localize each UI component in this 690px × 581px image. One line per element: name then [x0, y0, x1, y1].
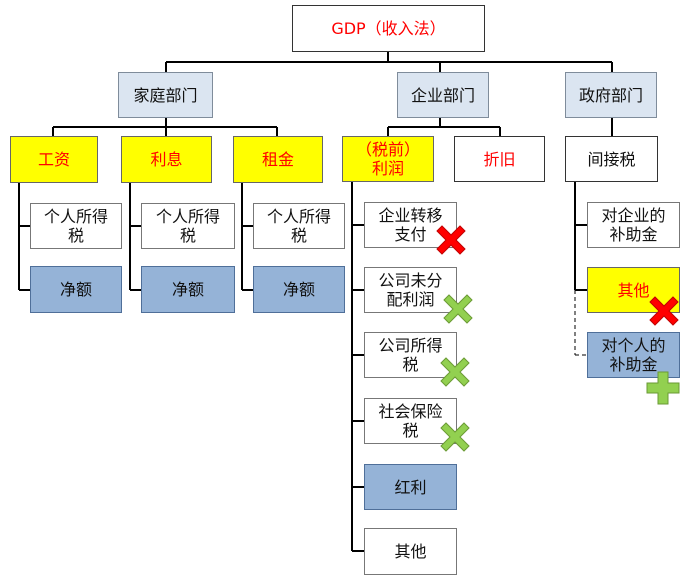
wages-net-node: 净额: [30, 266, 122, 313]
green-x-icon: [443, 294, 473, 324]
household-sector-node: 家庭部门: [118, 72, 213, 118]
transfer-payments-node: 企业转移 支付: [364, 202, 457, 248]
interest-net-node: 净额: [141, 266, 235, 313]
enterprise-sector-node: 企业部门: [397, 72, 489, 118]
rent-net-node: 净额: [253, 266, 345, 313]
red-x-icon: [649, 296, 679, 326]
personal-subsidy-node: 对个人的 补助金: [587, 332, 680, 378]
interest-node: 利息: [121, 136, 212, 183]
interest-income-tax-node: 个人所得 税: [141, 203, 235, 249]
wages-node: 工资: [10, 136, 98, 183]
enterprise-subsidy-node: 对企业的 补助金: [587, 202, 680, 248]
rent-income-tax-node: 个人所得 税: [253, 203, 345, 249]
corporate-tax-node: 公司所得 税: [364, 332, 457, 378]
enterprise-other-node: 其他: [364, 528, 457, 575]
government-sector-node: 政府部门: [565, 72, 657, 118]
green-x-icon: [440, 422, 470, 452]
red-x-icon: [436, 225, 466, 255]
retained-earnings-node: 公司未分 配利润: [364, 267, 457, 313]
green-x-icon: [440, 357, 470, 387]
wages-income-tax-node: 个人所得 税: [30, 203, 122, 249]
social-security-tax-node: 社会保险 税: [364, 398, 457, 444]
gdp-root-node: GDP（收入法）: [292, 5, 485, 52]
pretax-profit-node: （税前） 利润: [342, 136, 434, 182]
indirect-tax-node: 间接税: [565, 136, 658, 182]
green-plus-icon: [646, 371, 680, 405]
depreciation-node: 折旧: [454, 136, 545, 182]
rent-node: 租金: [233, 136, 323, 183]
dividends-node: 红利: [364, 464, 457, 510]
